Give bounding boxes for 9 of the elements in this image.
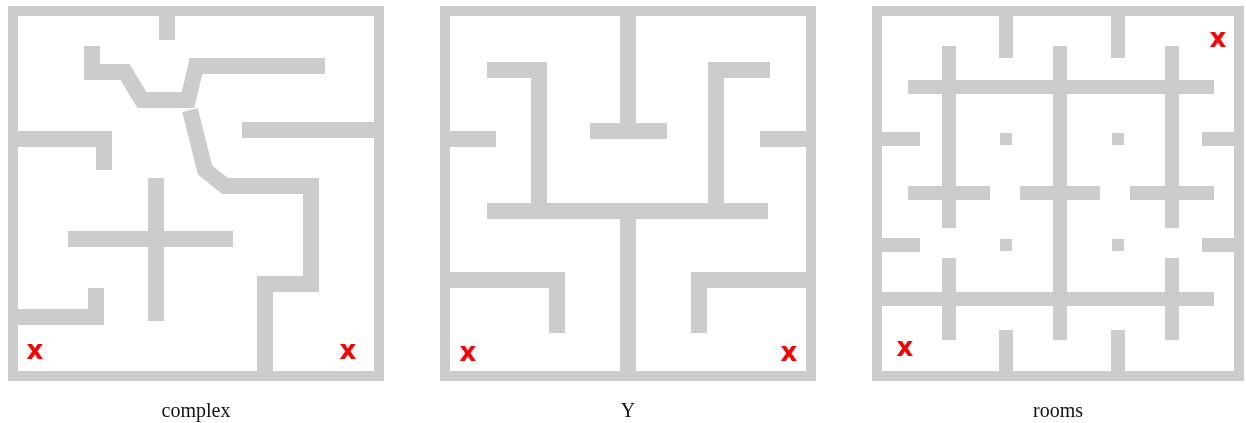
cross-mark: x [896, 334, 914, 360]
figure-caption: Y [620, 400, 636, 420]
cross-mark: x [339, 337, 357, 363]
figure-caption: rooms [1033, 400, 1083, 420]
cross-mark: x [26, 337, 44, 363]
cross-mark: x [1209, 25, 1227, 51]
cross-mark: x [459, 339, 477, 365]
figure-caption: complex [161, 400, 231, 420]
cross-mark: x [780, 339, 798, 365]
